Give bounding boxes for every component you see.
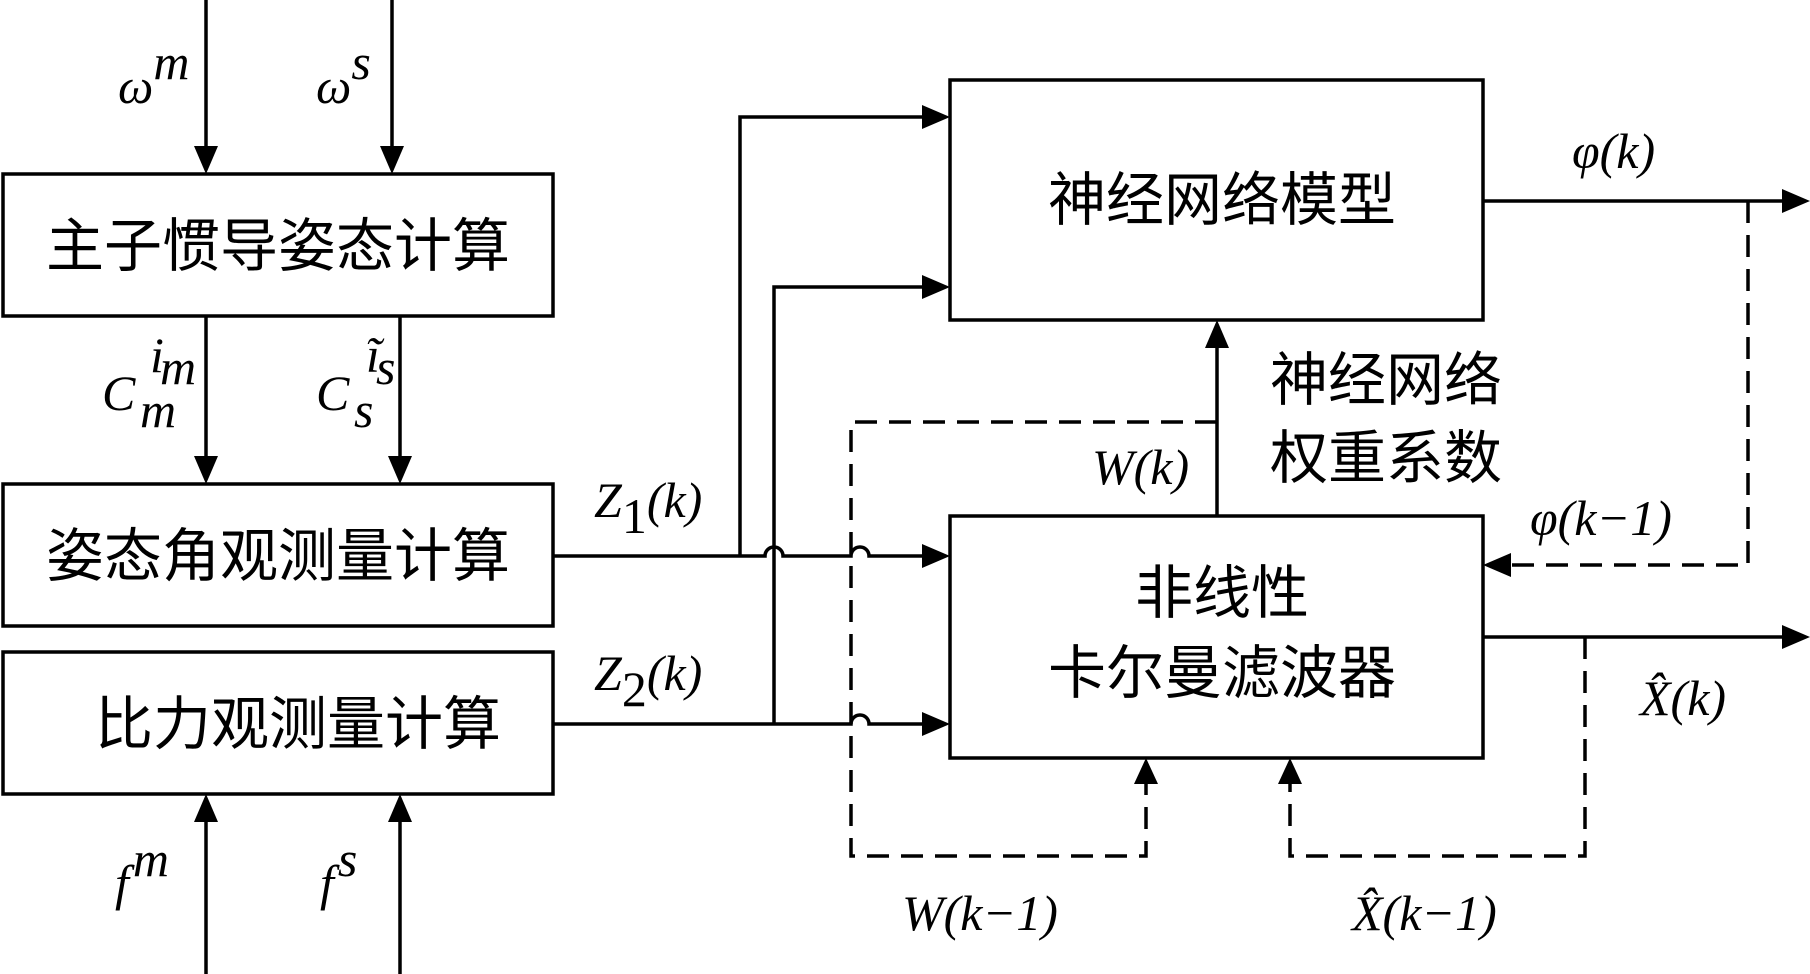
c-m-arrowhead — [194, 456, 218, 484]
attitude-calc-block: 主子惯导姿态计算 — [1, 172, 555, 318]
force-obs-label: 比力观测量计算 — [95, 690, 501, 758]
weight-arrowhead — [1205, 320, 1229, 348]
weight-label-line2: 权重系数 — [1270, 424, 1502, 492]
phi-feedback-arrowhead — [1483, 553, 1511, 577]
z2-label: Z2(k) — [594, 645, 702, 717]
c-m-label: Cmim — [102, 327, 196, 438]
c-s-label: Csĩs — [316, 327, 395, 438]
z1-to-nn-line — [738, 115, 926, 556]
phi-k-label: φ(k) — [1572, 123, 1655, 179]
phi-output-arrowhead — [1782, 189, 1810, 213]
kalman-filter-block: 非线性 卡尔曼滤波器 — [948, 514, 1485, 760]
w-k-label: W(k) — [1092, 439, 1189, 495]
phi-feedback-loop — [1510, 201, 1750, 567]
filter-label-line1: 非线性 — [1135, 559, 1309, 627]
xhat-k-label: X̂(k) — [1638, 670, 1726, 726]
omega-s-arrowhead — [380, 146, 404, 174]
c-s-arrowhead — [388, 456, 412, 484]
attitude-calc-label: 主子惯导姿态计算 — [46, 212, 510, 280]
filter-label-line2: 卡尔曼滤波器 — [1048, 639, 1396, 707]
xhat-feedback-arrowhead — [1278, 758, 1302, 784]
z2-to-nn-arrowhead — [922, 275, 950, 299]
omega-s-label: ωs — [316, 34, 371, 114]
omega-m-label: ωm — [118, 34, 189, 114]
f-s-arrowhead — [388, 794, 412, 822]
z2-line — [553, 713, 926, 726]
z1-label: Z1(k) — [594, 472, 702, 544]
xhat-feedback-loop — [1288, 637, 1587, 858]
w-feedback-loop — [849, 420, 1217, 858]
force-obs-block: 比力观测量计算 — [1, 650, 555, 796]
w-feedback-arrowhead — [1134, 758, 1158, 784]
z1-arrowhead — [922, 544, 950, 568]
z2-to-nn-line — [772, 285, 926, 724]
w-k-minus-1-label: W(k−1) — [902, 885, 1058, 941]
angle-obs-block: 姿态角观测量计算 — [1, 482, 555, 628]
z2-arrowhead — [922, 712, 950, 736]
f-m-label: fm — [115, 831, 169, 911]
xhat-output-arrowhead — [1782, 625, 1810, 649]
z1-to-nn-arrowhead — [922, 105, 950, 129]
nn-model-label: 神经网络模型 — [1048, 166, 1396, 234]
f-s-label: fs — [320, 831, 357, 911]
f-m-arrowhead — [194, 794, 218, 822]
nn-model-block: 神经网络模型 — [948, 78, 1485, 322]
xhat-k-minus-1-label: X̂(k−1) — [1350, 885, 1497, 941]
phi-k-minus-1-label: φ(k−1) — [1530, 490, 1672, 546]
weight-label-line1: 神经网络 — [1270, 346, 1502, 414]
angle-obs-label: 姿态角观测量计算 — [46, 522, 510, 590]
omega-m-arrowhead — [194, 146, 218, 174]
z1-line — [553, 545, 926, 558]
